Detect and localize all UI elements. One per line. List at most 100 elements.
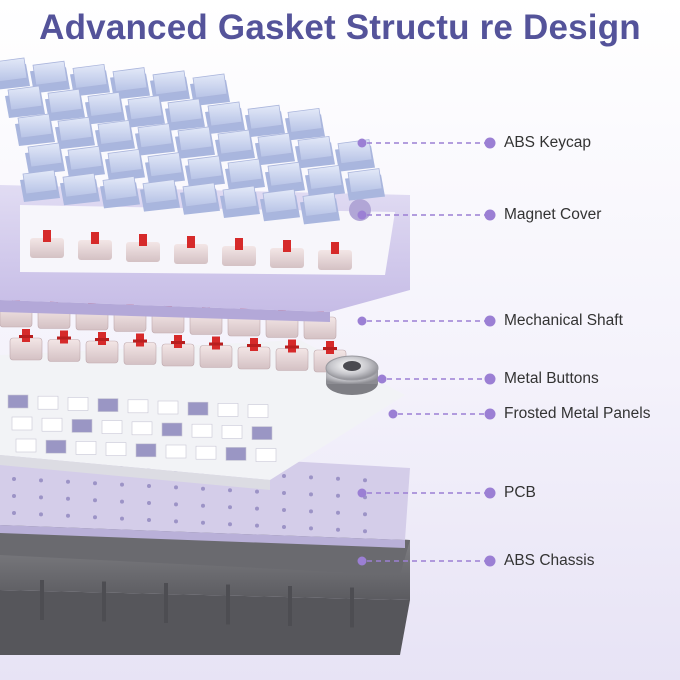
- pcb-hole: [120, 499, 124, 504]
- keycap: [97, 119, 133, 145]
- panel-cutout: [191, 423, 213, 438]
- panel-cutout: [255, 448, 277, 462]
- switch-housing: [222, 246, 256, 266]
- pcb-hole: [255, 523, 259, 528]
- keycap: [127, 95, 163, 121]
- keycap: [247, 104, 283, 130]
- keycap: [0, 57, 28, 82]
- panel-cutout: [105, 442, 127, 456]
- cover-visible-switches: [30, 230, 352, 270]
- callout-abs-keycap: [357, 137, 496, 149]
- keycap: [262, 188, 298, 214]
- pcb-hole: [255, 489, 259, 494]
- keycap: [177, 126, 213, 152]
- keycap: [112, 67, 148, 93]
- pcb-hole: [336, 476, 340, 481]
- pcb-hole: [363, 529, 367, 534]
- label-pcb: PCB: [504, 484, 536, 501]
- panel-cutout: [75, 441, 97, 455]
- chassis-rib: [226, 584, 230, 625]
- callout-start-dot: [357, 488, 367, 498]
- pcb-hole: [282, 491, 286, 495]
- keycap: [7, 85, 43, 111]
- keycap: [102, 175, 138, 201]
- callouts: [357, 137, 496, 567]
- keycap: [17, 113, 53, 139]
- keycap: [267, 161, 303, 187]
- panel-cutout: [71, 419, 93, 433]
- keycap: [27, 142, 63, 168]
- pcb-hole: [363, 478, 367, 483]
- pcb-edge: [0, 525, 405, 548]
- switch-housing: [270, 248, 304, 268]
- frosted-panel-edge: [0, 455, 270, 490]
- callout-start-dot: [357, 556, 367, 566]
- callout-end-dot: [484, 373, 496, 385]
- keycap: [142, 179, 178, 205]
- pcb-hole: [201, 503, 205, 508]
- keycap: [147, 152, 183, 178]
- pcb-hole: [12, 494, 16, 498]
- switch-housing: [30, 238, 64, 258]
- metal-button: [325, 355, 379, 395]
- label-metal-buttons: Metal Buttons: [504, 370, 599, 387]
- keycap: [217, 129, 253, 155]
- keycap: [287, 107, 323, 133]
- pcb-hole: [120, 482, 124, 487]
- switch-stem: [43, 230, 51, 242]
- panel-cutout: [97, 398, 119, 412]
- chassis-ribs: [40, 580, 354, 628]
- pcb-hole: [147, 484, 151, 488]
- keycap: [32, 60, 68, 86]
- panel-cutout: [221, 425, 243, 439]
- pcb-hole: [309, 475, 313, 480]
- chassis-side: [0, 590, 410, 655]
- callout-start-dot: [388, 409, 398, 419]
- switch-stem-cross: [285, 345, 299, 349]
- keycap: [137, 123, 173, 149]
- pcb-hole: [309, 509, 313, 514]
- panel-cutouts: [7, 394, 277, 462]
- switch-stem-cross: [95, 338, 109, 341]
- callout-end-dot: [484, 555, 496, 567]
- callout-end-dot: [484, 137, 496, 149]
- keycap: [192, 73, 228, 99]
- panel-cutout: [217, 403, 239, 417]
- pcb-hole: [309, 526, 313, 531]
- magnet-cover-edge: [0, 300, 330, 322]
- pcb-hole: [282, 508, 286, 512]
- callout-mechanical-shaft: [357, 315, 496, 327]
- panel-cutout: [11, 416, 33, 431]
- panel-cutout: [225, 447, 247, 461]
- pcb-hole: [12, 477, 16, 481]
- panel-cutout: [45, 439, 67, 454]
- callout-magnet-cover: [357, 209, 496, 221]
- keycap: [297, 135, 333, 161]
- pcb-hole: [336, 510, 340, 515]
- callout-pcb: [357, 487, 496, 499]
- switch-stem-cross: [133, 339, 147, 343]
- keycap: [307, 164, 343, 190]
- pcb-hole: [93, 481, 97, 486]
- panel-cutout: [161, 422, 183, 437]
- panel-cutout: [135, 443, 157, 458]
- callout-end-dot: [484, 209, 496, 221]
- switch-housing: [318, 250, 352, 270]
- panel-cutout: [247, 404, 269, 418]
- pcb-hole: [201, 486, 205, 491]
- switch-stem-cross: [171, 341, 185, 344]
- keycap: [167, 98, 203, 124]
- label-abs-chassis: ABS Chassis: [504, 552, 595, 569]
- panel-cutout: [127, 399, 149, 414]
- panel-cutout: [157, 400, 179, 415]
- switch-stem: [139, 234, 147, 246]
- pcb-hole: [336, 527, 340, 532]
- pcb-hole: [174, 485, 178, 490]
- pcb-hole: [120, 516, 124, 521]
- callout-abs-chassis: [357, 555, 496, 567]
- label-magnet-cover: Magnet Cover: [504, 206, 602, 223]
- switch-stem-cross: [57, 336, 71, 340]
- panel-cutout: [15, 438, 37, 453]
- pcb-hole: [174, 502, 178, 507]
